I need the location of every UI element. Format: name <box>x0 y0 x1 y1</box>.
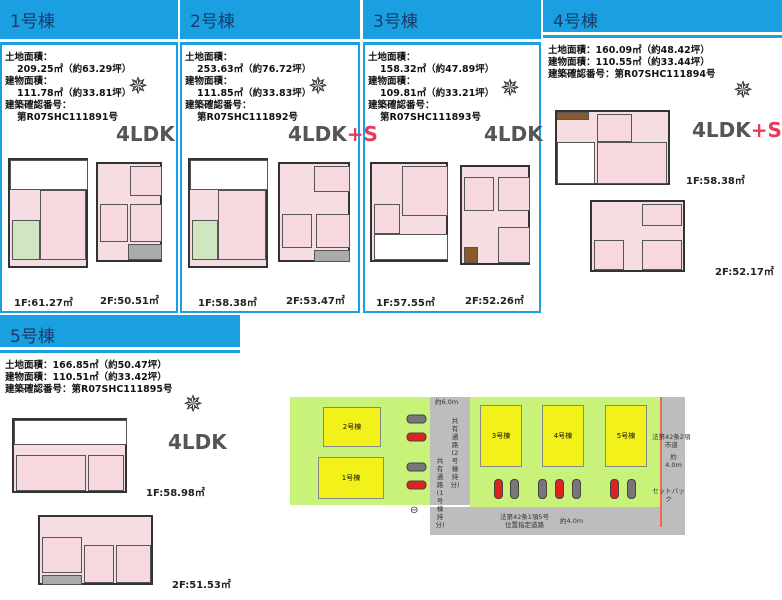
floor-area-2f: 2F:53.47㎡ <box>286 296 345 307</box>
layout-type-2: 4LDK+S <box>288 122 378 146</box>
floor-plan-2f-building-3 <box>460 165 530 265</box>
floor-area-2f: 2F:50.51㎡ <box>100 296 159 307</box>
floor-plan-1f-building-3 <box>370 162 448 262</box>
compass-icon: ⊖ <box>410 505 419 516</box>
compass-icon: ✵ <box>308 72 329 100</box>
floor-area-1f: 1F:58.38㎡ <box>686 176 745 187</box>
title: 5号棟 <box>10 327 55 347</box>
header-building-5: 5号棟 <box>0 315 240 350</box>
parking-car <box>406 414 427 424</box>
parking-car <box>406 462 427 472</box>
floor-area-1f: 1F:58.98㎡ <box>146 488 205 499</box>
header-building-3: 3号棟 <box>363 0 541 42</box>
title: 4号棟 <box>553 12 598 32</box>
floor-plan-1f-building-5 <box>12 418 127 493</box>
panel-building-3 <box>363 45 541 313</box>
parking-car <box>494 479 503 499</box>
parking-car <box>510 479 519 499</box>
lane-label: 共有通路(1号棟持分) <box>435 457 445 529</box>
parking-car <box>406 480 427 490</box>
floor-plan-1f-building-2 <box>188 158 268 268</box>
layout-type-1: 4LDK <box>116 122 175 146</box>
header-building-4: 4号棟 <box>543 0 782 35</box>
floor-plan-2f-building-1 <box>96 162 162 262</box>
lane-label: 共有通路(2号棟持分) <box>450 417 460 489</box>
info-building-1: 土地面積：209.25㎡（約63.29坪）建物面積：111.78㎡（約33.81… <box>5 52 132 123</box>
lot-4: 4号棟 <box>542 405 584 467</box>
parking-car <box>406 432 427 442</box>
layout-type-5: 4LDK <box>168 430 227 454</box>
floor-area-2f: 2F:52.17㎡ <box>715 267 774 278</box>
compass-icon: ✵ <box>500 74 521 102</box>
floor-area-1f: 1F:57.55㎡ <box>376 298 435 309</box>
floor-area-2f: 2F:52.26㎡ <box>465 296 524 307</box>
parking-car <box>538 479 547 499</box>
layout-type-3: 4LDK <box>484 122 543 146</box>
floor-area-1f: 1F:58.38㎡ <box>198 298 257 309</box>
floor-plan-2f-building-2 <box>278 162 350 262</box>
south-road <box>430 507 685 535</box>
floor-plan-1f-building-4 <box>555 110 670 185</box>
floor-plan-2f-building-4 <box>590 200 685 272</box>
dimension-label: 約4.0m <box>560 517 584 525</box>
site-plan: 2号棟 1号棟 3号棟 4号棟 5号棟 約6.0m 共有通路(2号棟持分) 共有… <box>290 395 690 535</box>
compass-icon: ✵ <box>733 76 754 104</box>
floor-plan-1f-building-1 <box>8 158 88 268</box>
floor-plan-2f-building-5 <box>38 515 153 585</box>
compass-icon: ✵ <box>128 72 149 100</box>
info-building-4: 土地面積：160.09㎡（約48.42坪）建物面積：110.55㎡（約33.44… <box>548 45 716 80</box>
lot-2: 2号棟 <box>323 407 381 447</box>
parking-car <box>572 479 581 499</box>
info-building-3: 土地面積：158.32㎡（約47.89坪）建物面積：109.81㎡（約33.21… <box>368 52 495 123</box>
shared-lane <box>430 397 470 505</box>
parking-car <box>610 479 619 499</box>
east-road <box>660 397 685 527</box>
east-road-label: 法第42条2項 市道 <box>652 433 691 449</box>
title: 2号棟 <box>190 12 235 32</box>
setback-label: セットバック <box>652 487 685 503</box>
panel-building-1 <box>0 45 178 313</box>
lot-3: 3号棟 <box>480 405 522 467</box>
header-building-1: 1号棟 <box>0 0 178 42</box>
info-building-2: 土地面積：253.63㎡（約76.72坪）建物面積：111.85㎡（約33.83… <box>185 52 312 123</box>
compass-icon: ✵ <box>183 390 204 418</box>
panel-building-2 <box>180 45 360 313</box>
floor-area-2f: 2F:51.53㎡ <box>172 580 231 591</box>
title: 3号棟 <box>373 12 418 32</box>
dimension-label: 約4.0m <box>665 453 682 469</box>
layout-type-4: 4LDK+S <box>692 118 782 142</box>
parking-car <box>555 479 564 499</box>
south-road-label: 法第42条1項5号 位置指定道路 <box>500 513 550 529</box>
dimension-label: 約6.0m <box>435 398 459 406</box>
parking-car <box>627 479 636 499</box>
lot-5: 5号棟 <box>605 405 647 467</box>
title: 1号棟 <box>10 12 55 32</box>
floor-area-1f: 1F:61.27㎡ <box>14 298 73 309</box>
lot-1: 1号棟 <box>318 457 384 499</box>
info-building-5: 土地面積：166.85㎡（約50.47坪）建物面積：110.51㎡（約33.42… <box>5 360 173 395</box>
header-building-2: 2号棟 <box>180 0 360 42</box>
